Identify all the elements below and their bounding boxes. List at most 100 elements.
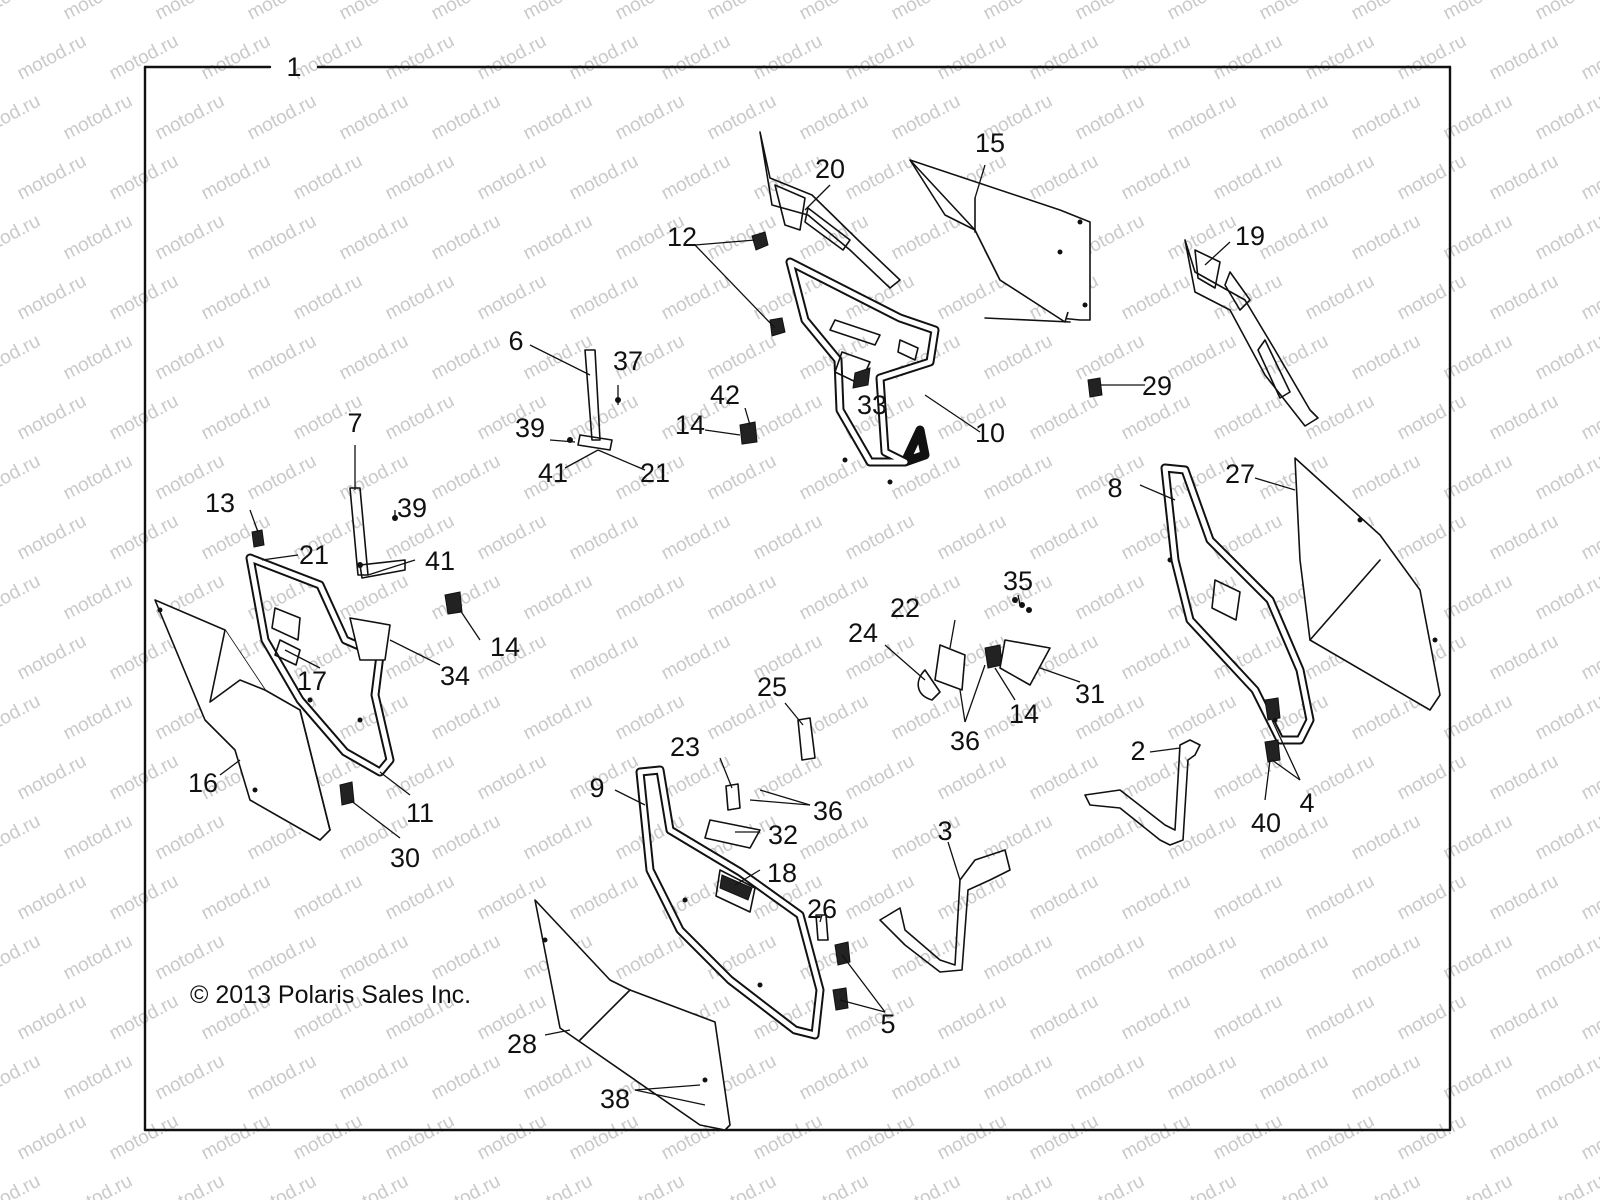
- watermark-text: motod.ru: [1256, 1171, 1332, 1200]
- watermark-text: motod.ru: [1026, 751, 1102, 805]
- callout-16: 16: [188, 768, 218, 798]
- callout-36b: 36: [813, 796, 843, 826]
- watermark-text: motod.ru: [152, 1051, 228, 1105]
- watermark-text: motod.ru: [1164, 91, 1240, 145]
- watermark-text: motod.ru: [0, 931, 44, 985]
- watermark-text: motod.ru: [336, 931, 412, 985]
- watermark-text: motod.ru: [1210, 1111, 1286, 1165]
- watermark-text: motod.ru: [14, 1111, 90, 1165]
- watermark-text: motod.ru: [14, 151, 90, 205]
- watermark-text: motod.ru: [704, 331, 780, 385]
- watermark-text: motod.ru: [796, 451, 872, 505]
- watermark-text: motod.ru: [842, 151, 918, 205]
- watermark-text: motod.ru: [1026, 991, 1102, 1045]
- callout-39a: 39: [515, 413, 545, 443]
- watermark-text: motod.ru: [980, 0, 1056, 24]
- watermark-text: motod.ru: [566, 151, 642, 205]
- watermark-text: motod.ru: [336, 571, 412, 625]
- watermark-text: motod.ru: [198, 391, 274, 445]
- watermark-text: motod.ru: [980, 931, 1056, 985]
- watermark-text: motod.ru: [1164, 691, 1240, 745]
- upper-door-panel: [909, 159, 1091, 323]
- watermark-text: motod.ru: [658, 631, 734, 685]
- watermark-text: motod.ru: [612, 0, 688, 24]
- watermark-text: motod.ru: [1486, 391, 1562, 445]
- watermark-text: motod.ru: [14, 631, 90, 685]
- watermark-text: motod.ru: [14, 31, 90, 85]
- callout-41a: 41: [538, 458, 568, 488]
- watermark-text: motod.ru: [1026, 151, 1102, 205]
- watermark-text: motod.ru: [842, 31, 918, 85]
- watermark-text: motod.ru: [1026, 511, 1102, 565]
- watermark-text: motod.ru: [1118, 1111, 1194, 1165]
- watermark-text: motod.ru: [1440, 1051, 1516, 1105]
- upper-right-window-net: [1184, 239, 1319, 427]
- watermark-text: motod.ru: [60, 931, 136, 985]
- watermark-text: motod.ru: [428, 0, 504, 24]
- watermark-text: motod.ru: [152, 811, 228, 865]
- watermark-text: motod.ru: [520, 691, 596, 745]
- watermark-text: motod.ru: [980, 1171, 1056, 1200]
- watermark-text: motod.ru: [1348, 331, 1424, 385]
- upper-door-frame: [785, 257, 940, 485]
- callout-33: 33: [857, 390, 887, 420]
- watermark-text: motod.ru: [980, 451, 1056, 505]
- watermark-text: motod.ru: [1394, 511, 1470, 565]
- watermark-text: motod.ru: [428, 931, 504, 985]
- watermark-text: motod.ru: [474, 271, 550, 325]
- copyright-text: © 2013 Polaris Sales Inc.: [190, 981, 471, 1009]
- watermark-text: motod.ru: [612, 91, 688, 145]
- callout-19: 19: [1235, 221, 1265, 251]
- watermark-text: motod.ru: [1532, 91, 1600, 145]
- watermark-text: motod.ru: [1026, 391, 1102, 445]
- watermark-text: motod.ru: [1118, 271, 1194, 325]
- watermark-text: motod.ru: [934, 871, 1010, 925]
- watermark-text: motod.ru: [1302, 151, 1378, 205]
- watermark-text: motod.ru: [1532, 571, 1600, 625]
- watermark-text: motod.ru: [1486, 871, 1562, 925]
- watermark-text: motod.ru: [750, 391, 826, 445]
- watermark-text: motod.ru: [1440, 331, 1516, 385]
- watermark-text: motod.ru: [1118, 511, 1194, 565]
- watermark-text: motod.ru: [796, 91, 872, 145]
- callout-37: 37: [613, 346, 643, 376]
- callout-29: 29: [1142, 371, 1172, 401]
- watermark-text: motod.ru: [1256, 931, 1332, 985]
- watermark-text: motod.ru: [750, 1111, 826, 1165]
- callout-21b: 21: [640, 458, 670, 488]
- watermark-text: motod.ru: [1486, 631, 1562, 685]
- watermark-text: motod.ru: [520, 211, 596, 265]
- watermark-text: motod.ru: [1348, 931, 1424, 985]
- watermark-text: motod.ru: [336, 1171, 412, 1200]
- watermark-text: motod.ru: [612, 931, 688, 985]
- right-door-panel: [1294, 457, 1441, 711]
- watermark-text: motod.ru: [1302, 871, 1378, 925]
- watermark-text: motod.ru: [520, 571, 596, 625]
- watermark-text: motod.ru: [566, 871, 642, 925]
- watermark-text: motod.ru: [934, 31, 1010, 85]
- watermark-text: motod.ru: [244, 451, 320, 505]
- watermark-text: motod.ru: [1210, 391, 1286, 445]
- watermark-text: motod.ru: [1486, 271, 1562, 325]
- watermark-text: motod.ru: [1164, 0, 1240, 24]
- watermark-text: motod.ru: [1302, 391, 1378, 445]
- watermark-text: motod.ru: [14, 391, 90, 445]
- watermark-text: motod.ru: [1072, 811, 1148, 865]
- watermark-text: motod.ru: [520, 1171, 596, 1200]
- watermark-text: motod.ru: [244, 1051, 320, 1105]
- watermark-text: motod.ru: [842, 871, 918, 925]
- watermark-text: motod.ru: [152, 931, 228, 985]
- watermark-text: motod.ru: [14, 871, 90, 925]
- watermark-text: motod.ru: [1440, 1171, 1516, 1200]
- watermark-text: motod.ru: [1486, 751, 1562, 805]
- watermark-text: motod.ru: [1256, 91, 1332, 145]
- watermark-text: motod.ru: [60, 1171, 136, 1200]
- watermark-text: motod.ru: [382, 31, 458, 85]
- watermark-text: motod.ru: [1256, 0, 1332, 24]
- watermark-text: motod.ru: [1072, 1051, 1148, 1105]
- callout-3: 3: [937, 816, 952, 846]
- watermark-text: motod.ru: [566, 511, 642, 565]
- watermark-text: motod.ru: [704, 571, 780, 625]
